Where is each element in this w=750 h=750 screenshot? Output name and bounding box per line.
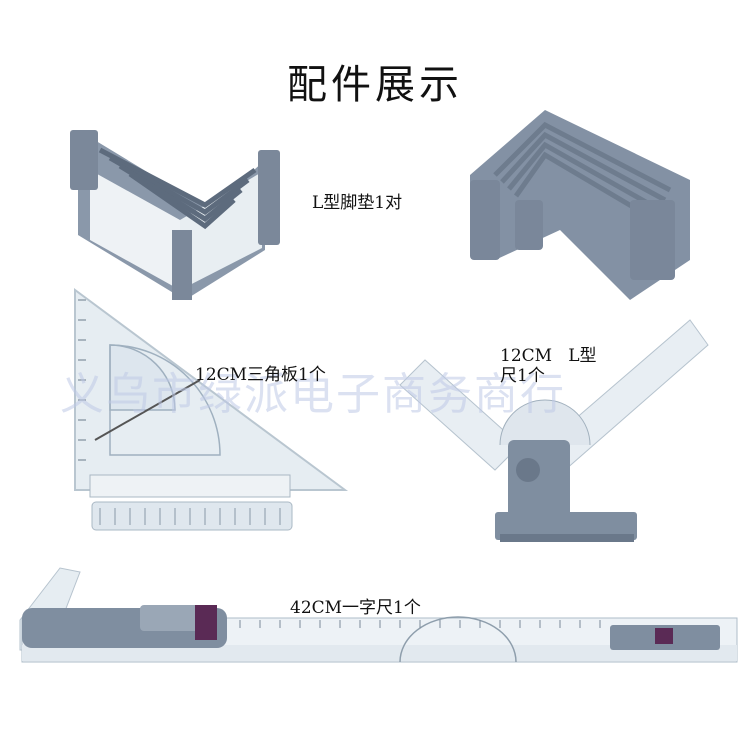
caption-l-foot-pads: L型脚垫1对 xyxy=(312,193,403,213)
straight-ruler-image xyxy=(19,567,738,663)
caption-straight-ruler: 42CM一字尺1个 xyxy=(290,598,421,618)
caption-set-square: 12CM三角板1个 xyxy=(195,365,326,385)
l-foot-pad-right-image xyxy=(470,110,690,300)
caption-l-ruler: 12CM L型 尺1个 xyxy=(500,346,597,386)
watermark-text: 义乌市绿派电子商务商行 xyxy=(60,369,566,420)
set-square-image xyxy=(74,288,349,531)
l-foot-pad-left-image xyxy=(70,130,280,300)
page-title: 配件展示 xyxy=(287,62,463,108)
l-ruler-image xyxy=(399,319,709,542)
